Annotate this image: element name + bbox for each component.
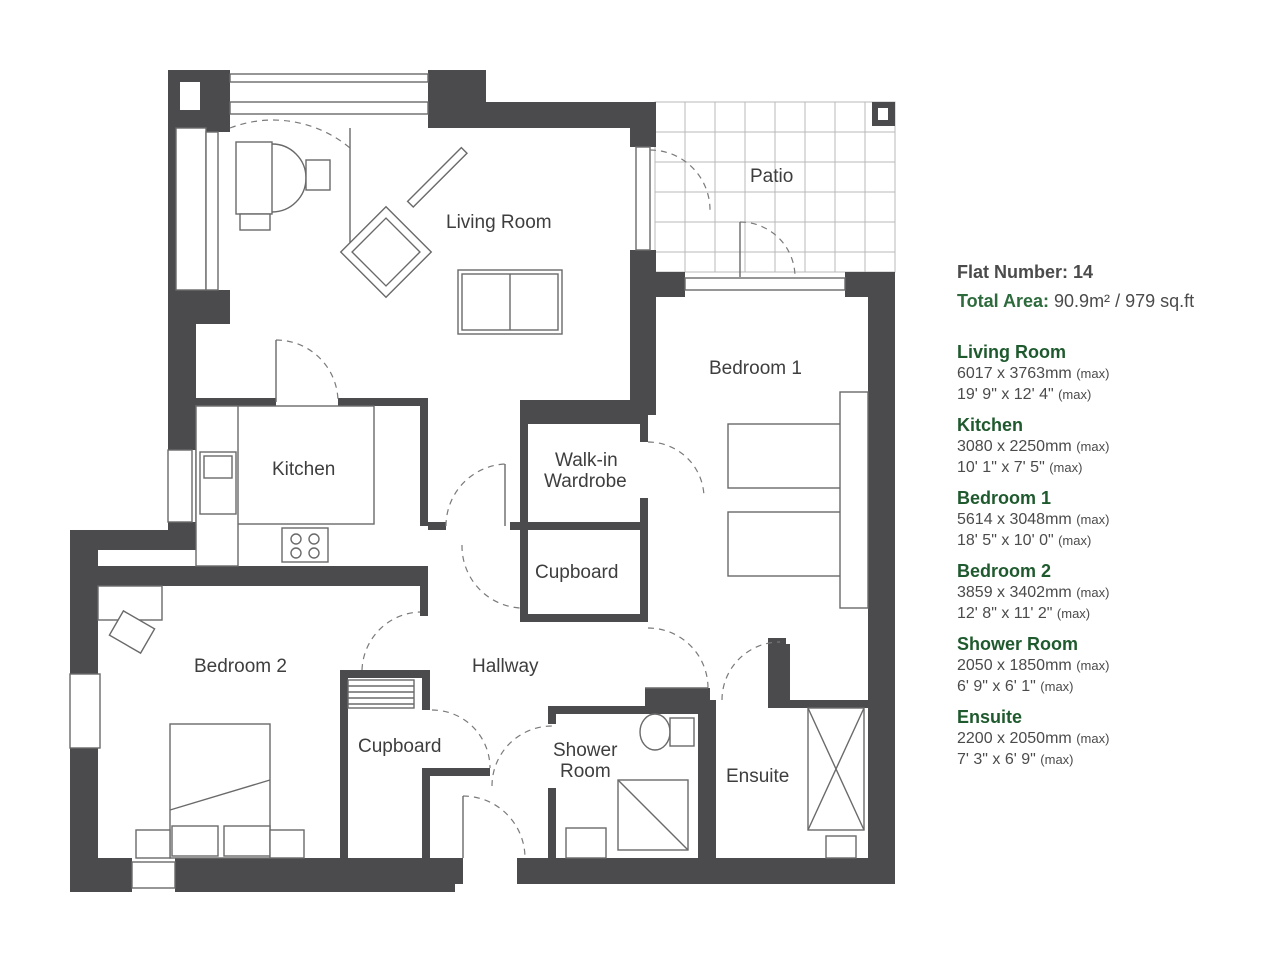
label-hallway: Hallway [472, 656, 539, 677]
label-shower-1: Shower [553, 740, 618, 761]
room-metric: 3859 x 3402mm [957, 584, 1072, 601]
room-suffix: (max) [1056, 606, 1091, 621]
furniture [97, 141, 869, 859]
room-name: Shower Room [957, 634, 1079, 654]
label-shower-2: Room [560, 761, 611, 782]
total-area-label: Total Area: [957, 291, 1050, 311]
label-bedroom1: Bedroom 1 [709, 358, 802, 379]
room-suffix: (max) [1058, 533, 1092, 548]
room-imperial: 6' 9" x 6' 1" [957, 678, 1036, 695]
label-walkin-1: Walk-in [555, 450, 618, 471]
room-metric: 2200 x 2050mm [957, 730, 1072, 747]
room-name: Living Room [957, 342, 1066, 362]
flat-number: Flat Number: 14 [957, 262, 1094, 282]
room-suffix: (max) [1049, 460, 1083, 475]
label-cupboard-top: Cupboard [535, 562, 618, 583]
total-area-metric: 90.9m² [1054, 291, 1111, 311]
label-living-room: Living Room [446, 212, 552, 233]
room-suffix: (max) [1076, 585, 1110, 600]
room-imperial: 18' 5" x 10' 0" [957, 532, 1054, 549]
room-spec: Bedroom 2 3859 x 3402mm (max) 12' 8" x 1… [957, 561, 1257, 624]
room-imperial: 12' 8" x 11' 2" [957, 605, 1053, 622]
room-imperial: 10' 1" x 7' 5" [957, 459, 1045, 476]
room-suffix: (max) [1058, 387, 1092, 402]
total-area: Total Area: 90.9m² / 979 sq.ft [957, 291, 1257, 312]
room-name: Kitchen [957, 415, 1024, 435]
room-spec: Ensuite 2200 x 2050mm (max) 7' 3" x 6' 9… [957, 707, 1257, 770]
label-cupboard-bottom: Cupboard [358, 736, 441, 757]
room-imperial: 7' 3" x 6' 9" [957, 751, 1036, 768]
door-swings [229, 119, 796, 859]
flat-info-panel: Flat Number: 14 Total Area: 90.9m² / 979… [957, 262, 1257, 780]
label-walkin-2: Wardrobe [544, 471, 627, 492]
room-suffix: (max) [1076, 439, 1110, 454]
room-metric: 3080 x 2250mm [957, 438, 1072, 455]
room-spec: Bedroom 1 5614 x 3048mm (max) 18' 5" x 1… [957, 488, 1257, 551]
patio-tiles [654, 101, 896, 273]
room-name: Bedroom 1 [957, 488, 1052, 508]
windows [69, 73, 846, 889]
room-suffix: (max) [1040, 679, 1074, 694]
label-ensuite: Ensuite [726, 766, 789, 787]
room-suffix: (max) [1076, 731, 1110, 746]
room-name: Bedroom 2 [957, 561, 1052, 581]
room-name: Ensuite [957, 707, 1023, 727]
total-area-imperial: / 979 sq.ft [1115, 291, 1195, 311]
walls [70, 70, 895, 892]
room-suffix: (max) [1076, 366, 1110, 381]
room-suffix: (max) [1076, 658, 1110, 673]
room-spec: Shower Room 2050 x 1850mm (max) 6' 9" x … [957, 634, 1257, 697]
room-spec: Kitchen 3080 x 2250mm (max) 10' 1" x 7' … [957, 415, 1257, 478]
room-imperial: 19' 9" x 12' 4" [957, 386, 1054, 403]
room-suffix: (max) [1076, 512, 1110, 527]
room-metric: 6017 x 3763mm [957, 365, 1072, 382]
label-kitchen: Kitchen [272, 459, 335, 480]
room-metric: 5614 x 3048mm [957, 511, 1072, 528]
room-metric: 2050 x 1850mm [957, 657, 1072, 674]
room-spec: Living Room 6017 x 3763mm (max) 19' 9" x… [957, 342, 1257, 405]
floor-plan: Patio Living Room Bedroom 1 Kitchen Walk… [69, 70, 896, 892]
label-bedroom2: Bedroom 2 [194, 656, 287, 677]
room-suffix: (max) [1040, 752, 1074, 767]
label-patio: Patio [750, 166, 793, 187]
